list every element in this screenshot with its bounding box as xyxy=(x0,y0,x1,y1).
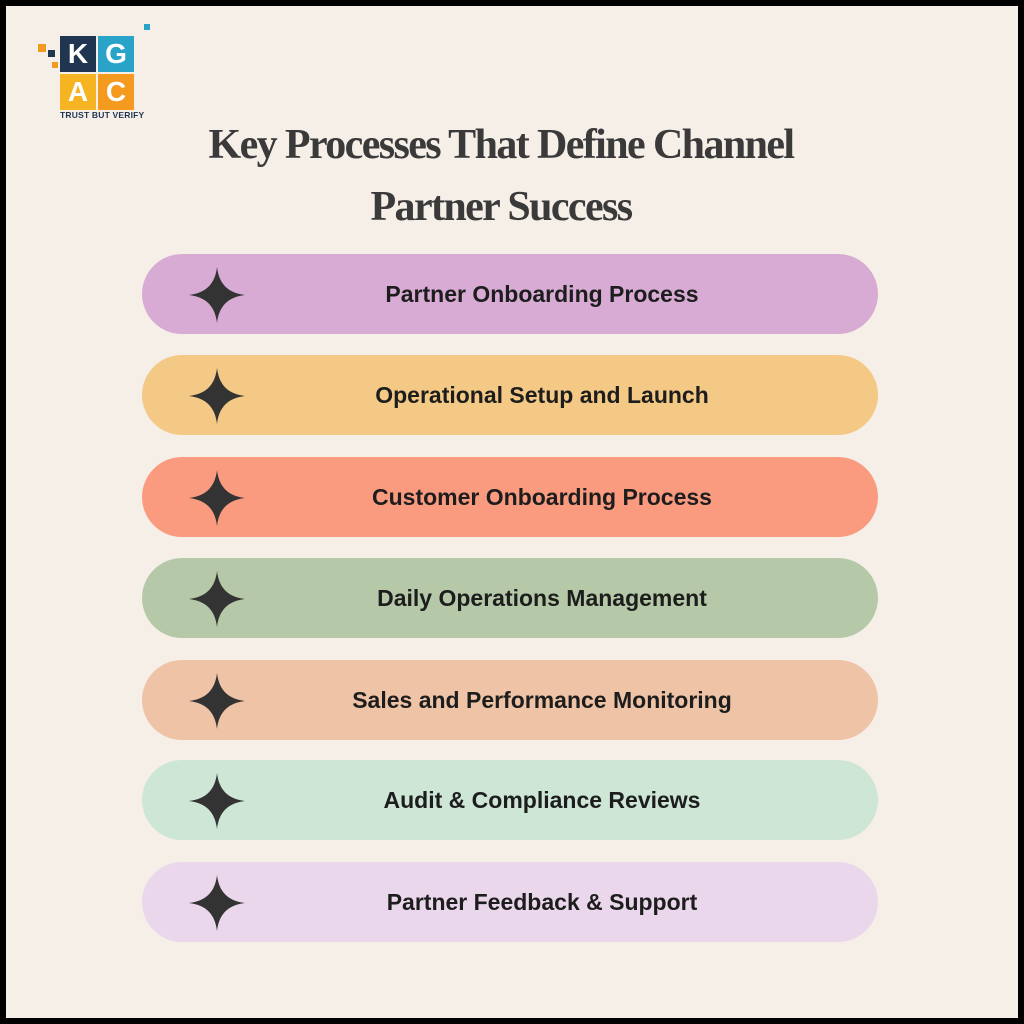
process-item: Audit & Compliance Reviews xyxy=(142,760,878,840)
process-item-label: Customer Onboarding Process xyxy=(372,483,712,510)
four-point-star-icon xyxy=(189,571,245,627)
process-item: Partner Onboarding Process xyxy=(142,254,878,334)
four-point-star-icon xyxy=(189,267,245,323)
process-item: Operational Setup and Launch xyxy=(142,355,878,435)
four-point-star-icon xyxy=(189,470,245,526)
process-item-label: Audit & Compliance Reviews xyxy=(383,786,701,813)
logo-letter-c: C xyxy=(98,74,134,110)
kgac-logo: K G A C TRUST BUT VERIFY xyxy=(34,22,154,126)
process-item-label: Operational Setup and Launch xyxy=(375,381,709,408)
page-title-line-1: Key Processes That Define Channel xyxy=(208,122,796,168)
process-item: Sales and Performance Monitoring xyxy=(142,660,878,740)
logo-pixel-dot xyxy=(52,62,58,68)
logo-pixel-dot xyxy=(144,24,150,30)
process-item-label: Daily Operations Management xyxy=(377,584,707,611)
process-item-label: Partner Feedback & Support xyxy=(386,888,698,915)
logo-pixel-dot xyxy=(48,50,55,57)
four-point-star-icon xyxy=(189,673,245,729)
logo-pixel-dot xyxy=(38,44,46,52)
logo-letter-g: G xyxy=(98,36,134,72)
four-point-star-icon xyxy=(189,368,245,424)
page-title-line-2: Partner Success xyxy=(370,184,634,230)
four-point-star-icon xyxy=(189,875,245,931)
process-item-label: Sales and Performance Monitoring xyxy=(352,686,732,713)
logo-letter-a: A xyxy=(60,74,96,110)
logo-tagline: TRUST BUT VERIFY xyxy=(60,110,145,120)
process-item: Customer Onboarding Process xyxy=(142,457,878,537)
process-item: Partner Feedback & Support xyxy=(142,862,878,942)
process-item-label: Partner Onboarding Process xyxy=(385,280,699,307)
process-item: Daily Operations Management xyxy=(142,558,878,638)
page-title: Key Processes That Define Channel Partne… xyxy=(106,114,896,238)
four-point-star-icon xyxy=(189,773,245,829)
infographic-canvas: K G A C TRUST BUT VERIFY Key Processes T… xyxy=(6,6,1018,1018)
logo-letter-k: K xyxy=(60,36,96,72)
